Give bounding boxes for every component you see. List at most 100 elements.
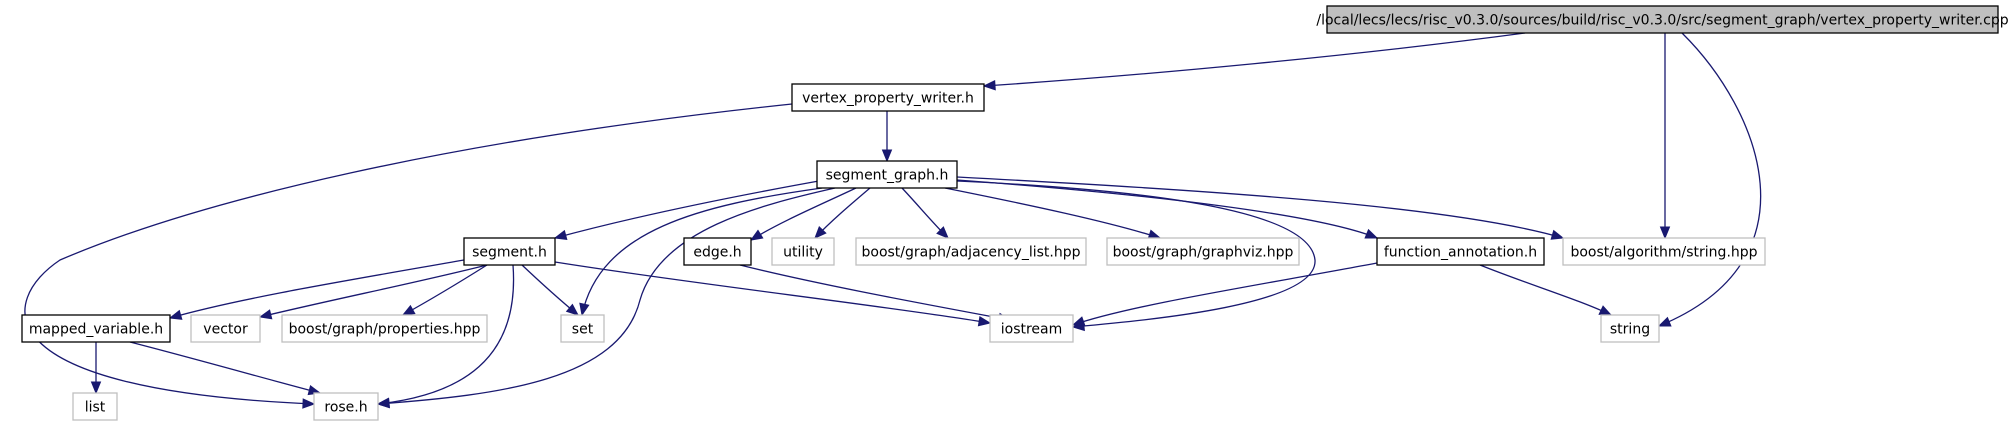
arrowhead (168, 309, 183, 320)
edge-line (1658, 32, 1762, 327)
node-label: utility (783, 245, 823, 261)
node-box (72, 392, 118, 421)
node-label: segment.h (472, 245, 547, 261)
edge-seg-to-vector (258, 264, 488, 320)
edge-root-to-vpw (982, 32, 1526, 91)
arrowhead (1598, 305, 1613, 316)
node-iostream: iostream (989, 314, 1074, 343)
edge-line (377, 264, 515, 405)
edge-mv-to-rose (129, 341, 322, 396)
node-root[interactable]: /local/lecs/lecs/risc_v0.3.0/sources/bui… (1316, 5, 2009, 34)
arrowhead (302, 398, 316, 409)
node-fa[interactable]: function_annotation.h (1376, 237, 1545, 266)
node-box[interactable] (463, 237, 556, 266)
edge-sg-to-edgeh (749, 187, 857, 241)
arrowhead (982, 80, 996, 91)
node-box (989, 314, 1074, 343)
node-label: boost/graph/graphviz.hpp (1113, 245, 1294, 261)
node-box (1562, 237, 1766, 266)
edge-fa-to-string (1479, 264, 1613, 316)
arrowhead (977, 315, 992, 327)
node-label: segment_graph.h (826, 168, 949, 184)
edge-line (169, 259, 465, 319)
arrowhead (1550, 229, 1565, 240)
edge-fa-to-iostream (1071, 262, 1378, 327)
node-rose: rose.h (313, 392, 379, 421)
node-vector: vector (190, 314, 261, 343)
arrowhead (1364, 228, 1379, 239)
edge-seg-to-props (401, 264, 488, 316)
edge-sg-to-rose (376, 187, 836, 409)
node-bstr: boost/algorithm/string.hpp (1562, 237, 1766, 266)
edge-seg-to-mv (168, 259, 465, 320)
edge-sg-to-adj (901, 187, 949, 239)
edge-root-to-bstr (1659, 33, 1671, 240)
arrowhead (814, 226, 827, 239)
node-label: /local/lecs/lecs/risc_v0.3.0/sources/bui… (1316, 13, 2008, 29)
node-box[interactable] (791, 83, 985, 112)
node-box (560, 314, 605, 343)
node-sg[interactable]: segment_graph.h (816, 160, 958, 189)
edge-seg-to-set (521, 264, 580, 316)
edge-line (1479, 264, 1612, 316)
edge-root-to-string (1657, 32, 1762, 327)
node-label: mapped_variable.h (29, 322, 163, 338)
nodes-layer: /local/lecs/lecs/risc_v0.3.0/sources/bui… (21, 5, 2009, 421)
node-label: function_annotation.h (1384, 245, 1537, 261)
edge-line (1072, 262, 1378, 326)
edge-sg-to-seg (553, 178, 831, 241)
arrowhead (90, 381, 102, 395)
edge-line (24, 103, 793, 405)
edge-line (581, 187, 823, 316)
node-box (313, 392, 379, 421)
node-box[interactable] (816, 160, 958, 189)
node-label: boost/algorithm/string.hpp (1570, 245, 1757, 261)
node-gviz: boost/graph/graphviz.hpp (1106, 237, 1300, 266)
node-box[interactable] (21, 314, 171, 343)
node-string: string (1600, 314, 1660, 343)
edge-line (554, 178, 831, 239)
arrowhead (936, 226, 949, 239)
arrowhead (565, 303, 580, 316)
node-vpw[interactable]: vertex_property_writer.h (791, 83, 985, 112)
arrowhead (881, 149, 893, 163)
node-box[interactable] (683, 237, 752, 266)
edge-sg-to-fa (956, 179, 1379, 239)
edge-line (983, 32, 1526, 87)
node-box[interactable] (1326, 5, 1999, 34)
node-box[interactable] (1376, 237, 1545, 266)
node-box (281, 314, 488, 343)
edge-sg-to-set (579, 187, 823, 317)
edge-line (956, 180, 1316, 328)
node-box (1600, 314, 1660, 343)
node-props: boost/graph/properties.hpp (281, 314, 488, 343)
node-set: set (560, 314, 605, 343)
node-label: set (572, 322, 594, 338)
edge-seg-to-rose (376, 264, 515, 408)
edge-vpw-to-rose (24, 103, 793, 409)
arrowhead (258, 309, 273, 320)
edge-sg-to-utility (814, 187, 871, 239)
arrowhead (376, 397, 391, 408)
node-label: string (1610, 322, 1650, 338)
node-box (855, 237, 1087, 266)
node-seg[interactable]: segment.h (463, 237, 556, 266)
arrowhead (1657, 316, 1672, 327)
edge-seg-to-iostream (554, 261, 992, 327)
node-label: list (85, 400, 106, 416)
edge-vpw-to-sg (881, 110, 893, 163)
edge-line (259, 264, 488, 318)
edge-line (956, 179, 1378, 239)
node-label: vertex_property_writer.h (802, 91, 974, 107)
edge-sg-to-gviz (944, 187, 1162, 240)
arrowhead (749, 229, 764, 241)
node-mv[interactable]: mapped_variable.h (21, 314, 171, 343)
node-edgeh[interactable]: edge.h (683, 237, 752, 266)
arrowhead (553, 229, 568, 241)
node-label: edge.h (693, 245, 741, 261)
edge-sg-to-bstr (956, 176, 1565, 240)
node-adj: boost/graph/adjacency_list.hpp (855, 237, 1087, 266)
edge-mv-to-list (90, 341, 102, 395)
edges-layer (24, 32, 1762, 409)
